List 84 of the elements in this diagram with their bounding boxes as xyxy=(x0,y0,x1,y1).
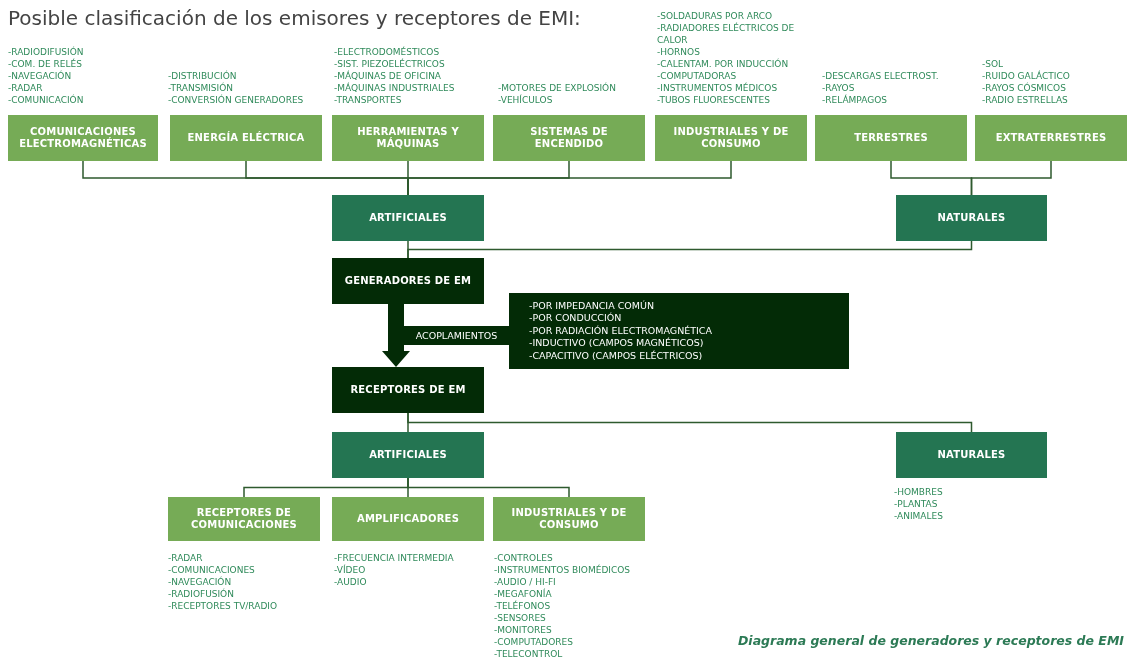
list-item: -SIST. PIEZOELÉCTRICOS xyxy=(334,58,446,70)
list-item: -INDUCTIVO (CAMPOS MAGNÉTICOS) xyxy=(529,337,704,350)
box-label: COMUNICACIONES ELECTROMAGNÉTICAS xyxy=(18,125,148,151)
category-box xyxy=(8,115,158,161)
list-item: -HOMBRES xyxy=(894,486,944,498)
list-item: -MEGAFONÍA xyxy=(494,588,553,600)
category-box xyxy=(332,258,484,304)
box-label: AMPLIFICADORES xyxy=(356,512,460,526)
list-item: -NAVEGACIÓN xyxy=(168,576,233,588)
box-label: RECEPTORES DE EM xyxy=(350,383,466,397)
list-item: -SOL xyxy=(982,58,1005,70)
list-item: -COM. DE RELÉS xyxy=(8,58,83,70)
list-item: -RAYOS CÓSMICOS xyxy=(982,82,1067,94)
list-item: -POR IMPEDANCIA COMÚN xyxy=(529,299,655,312)
list-item: -SENSORES xyxy=(494,612,547,624)
category-box xyxy=(332,497,484,541)
thick-arrow xyxy=(382,304,410,367)
list-item: -TUBOS FLUORESCENTES xyxy=(657,94,771,106)
list-item: -CALENTAM. POR INDUCCIÓN xyxy=(657,58,790,70)
connector-line xyxy=(407,240,973,259)
list-item: -SOLDADURAS POR ARCO xyxy=(657,10,774,22)
list-item: -CONTROLES xyxy=(494,552,554,564)
category-box xyxy=(493,497,645,541)
connector-line xyxy=(407,477,570,498)
list-item: -CAPACITIVO (CAMPOS ELÉCTRICOS) xyxy=(529,349,703,363)
category-box xyxy=(170,115,322,161)
diagram-caption: Diagrama general de generadores y receptores de EMI xyxy=(737,633,1124,648)
list-item: -RADAR xyxy=(168,552,204,564)
list-item: -INSTRUMENTOS MÉDICOS xyxy=(657,82,779,94)
list-item: -TRANSPORTES xyxy=(334,94,403,106)
connector-line xyxy=(970,160,1052,196)
box-label: GENERADORES DE EM xyxy=(344,274,472,288)
category-box xyxy=(332,432,484,478)
category-box xyxy=(493,115,645,161)
list-item: -RADIODIFUSIÓN xyxy=(8,46,85,58)
list-item: -PLANTAS xyxy=(894,498,939,510)
list-item: -COMPUTADORAS xyxy=(657,70,738,82)
list-item: -TELECONTROL xyxy=(494,648,564,660)
list-item: -HORNOS xyxy=(657,46,701,58)
list-item: -TRANSMISIÓN xyxy=(168,82,234,94)
list-item: -MÁQUINAS DE OFICINA xyxy=(334,70,443,82)
box-label: TERRESTRES xyxy=(854,131,928,145)
box-label: EXTRATERRESTRES xyxy=(995,131,1107,145)
list-item: -RADIO ESTRELLAS xyxy=(982,94,1069,106)
list-item: -INSTRUMENTOS BIOMÉDICOS xyxy=(494,564,632,576)
list-item: -ANIMALES xyxy=(894,510,944,522)
list-item: -COMUNICACIONES xyxy=(168,564,256,576)
box-label: NATURALES xyxy=(937,211,1006,225)
category-box xyxy=(168,497,320,541)
category-box xyxy=(332,115,484,161)
category-box xyxy=(896,195,1047,241)
list-item: -CONVERSIÓN GENERADORES xyxy=(168,94,305,106)
box-label: ENERGÍA ELÉCTRICA xyxy=(187,131,305,145)
category-box xyxy=(332,367,484,413)
list-item: -MÁQUINAS INDUSTRIALES xyxy=(334,82,456,94)
list-item: -AUDIO / HI-FI xyxy=(494,576,557,588)
coupling-list-box xyxy=(509,293,849,369)
category-box xyxy=(896,432,1047,478)
category-box xyxy=(975,115,1127,161)
category-box xyxy=(655,115,807,161)
list-item: -RADIOFUSIÓN xyxy=(168,588,235,600)
diagram-title: Posible clasificación de los emisores y receptores de EMI: xyxy=(8,6,581,30)
list-item: -RECEPTORES TV/RADIO xyxy=(168,600,279,612)
box-label: HERRAMIENTAS Y MÁQUINAS xyxy=(356,125,460,151)
list-item: -MONITORES xyxy=(494,624,553,636)
list-item: -RADIADORES ELÉCTRICOS DE CALOR xyxy=(657,22,796,46)
box-label: NATURALES xyxy=(937,448,1006,462)
list-item: -POR RADIACIÓN ELECTROMAGNÉTICA xyxy=(529,324,712,337)
box-label: ARTIFICIALES xyxy=(369,448,447,462)
list-item: -ELECTRODOMÉSTICOS xyxy=(334,46,441,58)
list-item: -POR CONDUCCIÓN xyxy=(529,312,622,325)
box-label: RECEPTORES DE COMUNICACIONES xyxy=(190,506,298,532)
category-box xyxy=(332,195,484,241)
list-item: -DISTRIBUCIÓN xyxy=(168,70,238,82)
list-item: -COMPUTADORES xyxy=(494,636,575,648)
list-item: -RUIDO GALÁCTICO xyxy=(982,70,1071,82)
box-label: ARTIFICIALES xyxy=(369,211,447,225)
box-label: INDUSTRIALES Y DE CONSUMO xyxy=(672,125,790,151)
box-label: INDUSTRIALES Y DE CONSUMO xyxy=(510,506,628,532)
list-item: -TELÉFONOS xyxy=(494,600,552,612)
connector-line xyxy=(407,412,973,433)
edge-label: ACOPLAMIENTOS xyxy=(404,325,509,345)
category-box xyxy=(815,115,967,161)
box-label: SISTEMAS DE ENCENDIDO xyxy=(529,125,609,151)
